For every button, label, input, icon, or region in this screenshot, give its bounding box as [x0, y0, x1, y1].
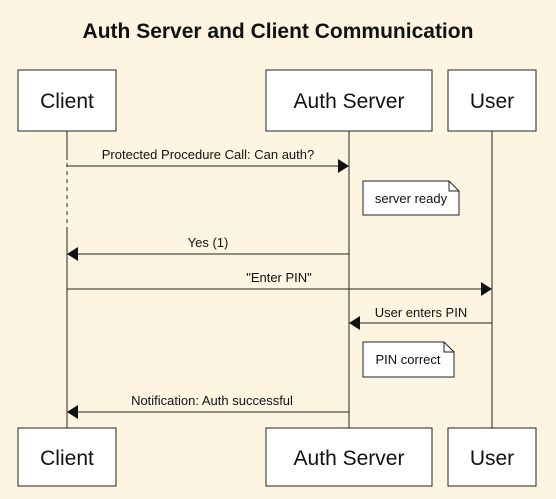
note-label: server ready [375, 191, 448, 206]
participant-label: Auth Server [294, 90, 405, 113]
participant-user-top: User [447, 69, 537, 132]
message-label: Notification: Auth successful [131, 393, 293, 408]
arrowhead-left [67, 247, 78, 261]
participant-label: Client [40, 90, 94, 113]
participant-user-bottom: User [447, 427, 537, 487]
arrowhead-right [338, 159, 349, 173]
message-enter-pin: "Enter PIN" [67, 270, 492, 296]
participant-label: User [470, 447, 514, 470]
message-user-enters-pin: User enters PIN [349, 305, 492, 330]
message-label: Yes (1) [188, 235, 229, 250]
arrowhead-left [349, 316, 360, 330]
participant-label: User [470, 90, 514, 113]
message-label: Protected Procedure Call: Can auth? [102, 147, 314, 162]
participant-auth-server-top: Auth Server [265, 69, 433, 132]
note-pin-correct: PIN correct [362, 341, 455, 378]
message-protected-call: Protected Procedure Call: Can auth? [67, 147, 349, 173]
message-auth-successful: Notification: Auth successful [67, 393, 349, 419]
participant-label: Auth Server [294, 447, 405, 470]
arrowhead-left [67, 405, 78, 419]
message-label: User enters PIN [375, 305, 467, 320]
participant-label: Client [40, 447, 94, 470]
diagram-title: Auth Server and Client Communication [82, 20, 474, 43]
arrowhead-right [481, 282, 492, 296]
note-label: PIN correct [375, 352, 440, 367]
note-server-ready: server ready [362, 180, 460, 216]
participant-auth-server-bottom: Auth Server [265, 427, 433, 487]
message-yes: Yes (1) [67, 235, 349, 261]
participant-client-top: Client [17, 69, 117, 132]
participant-client-bottom: Client [17, 427, 117, 487]
message-label: "Enter PIN" [246, 270, 312, 285]
